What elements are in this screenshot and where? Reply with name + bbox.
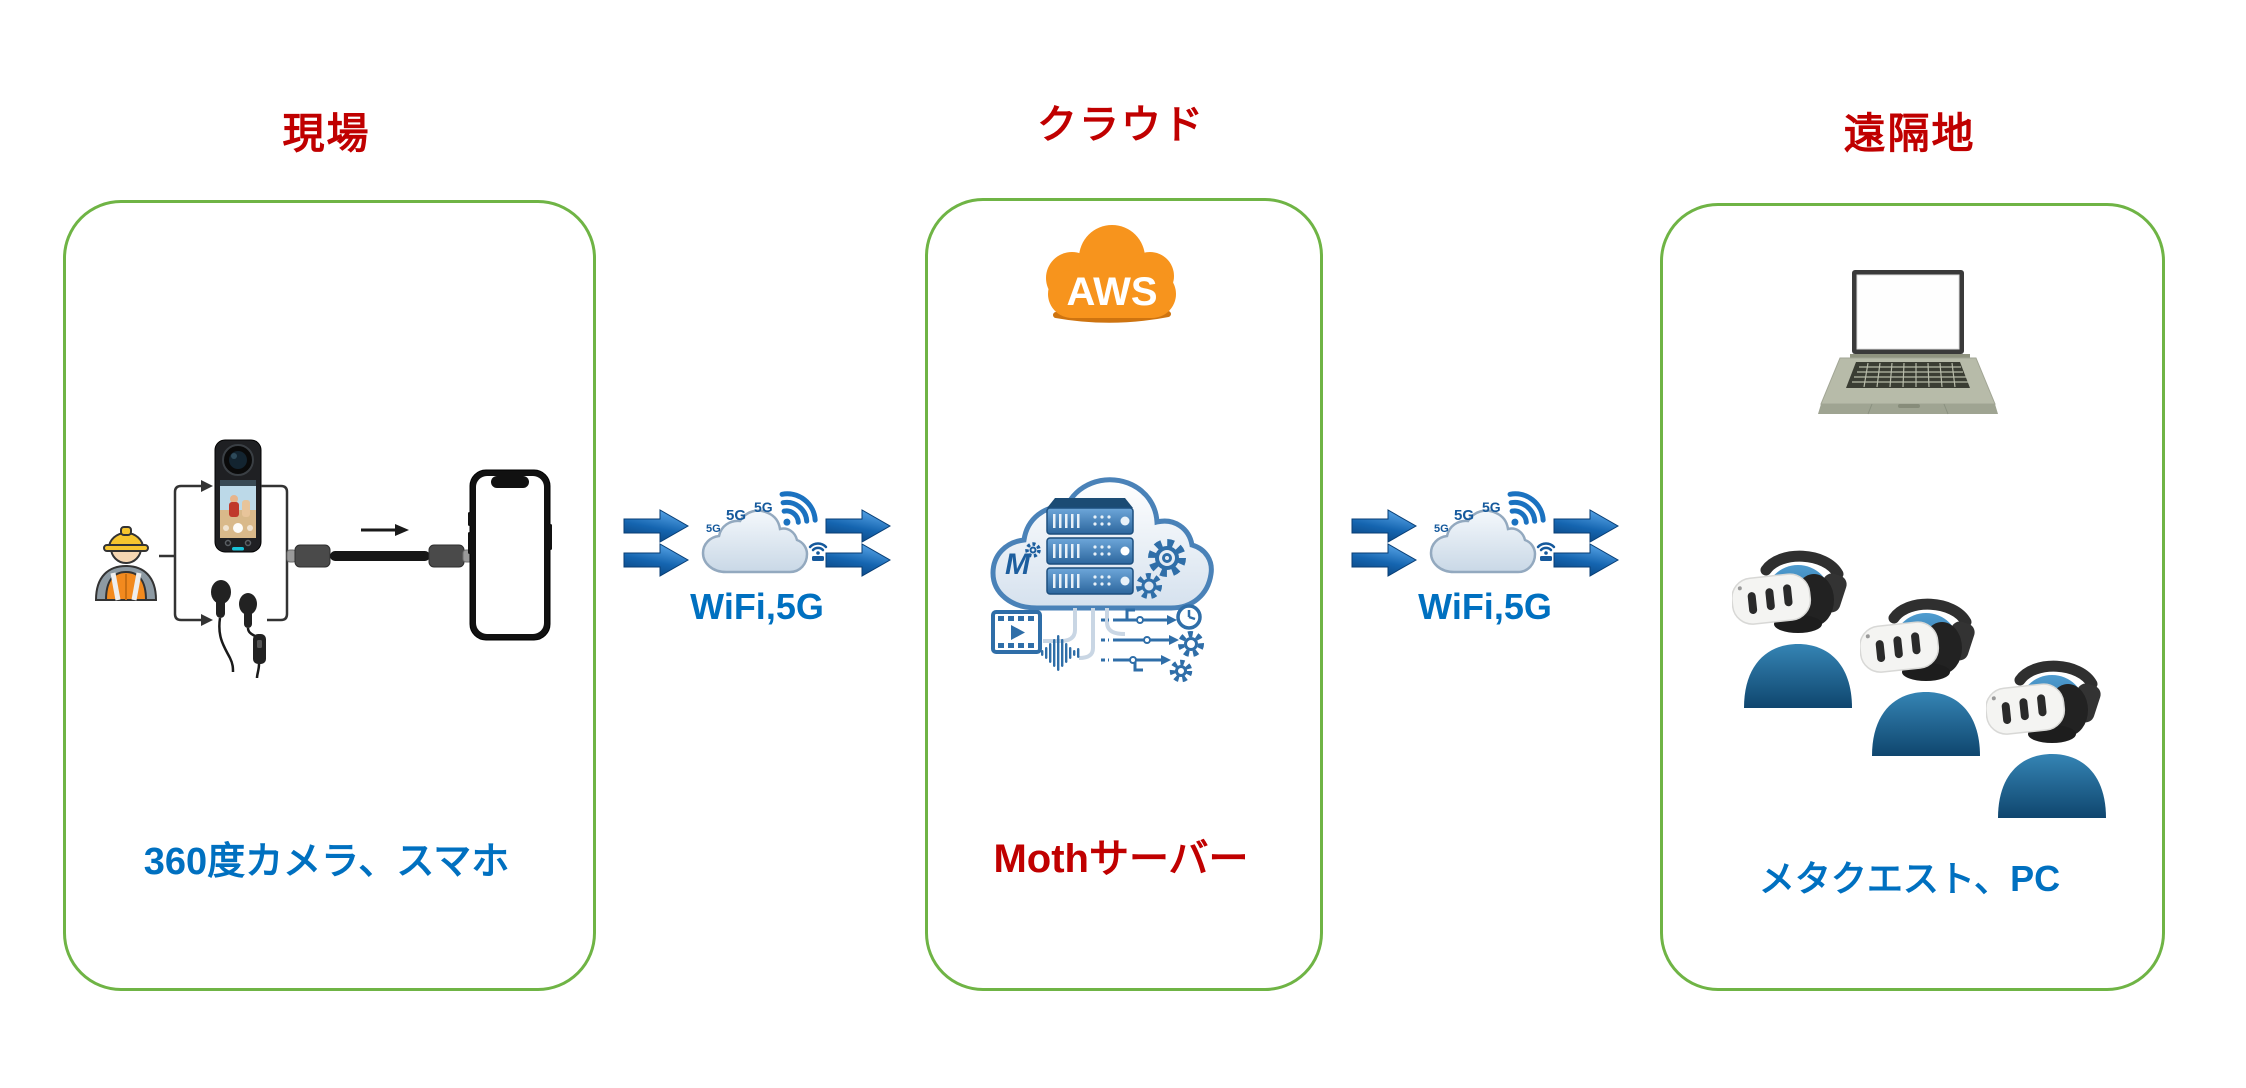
double-arrow-left bbox=[623, 509, 690, 577]
section-title-cloud: クラウド bbox=[1037, 103, 1205, 147]
double-arrow-right bbox=[1553, 509, 1620, 577]
vr-user-1 bbox=[1732, 550, 1852, 708]
audio-waveform-icon bbox=[1041, 635, 1080, 671]
construction-worker-icon bbox=[94, 526, 158, 601]
usb-cable-icon bbox=[286, 524, 473, 568]
label-5g-3: 5G bbox=[1482, 499, 1501, 515]
site-illustration bbox=[94, 439, 552, 679]
label-5g-2: 5G bbox=[726, 507, 746, 524]
vr-headset-icon bbox=[1860, 621, 1940, 673]
laptop-icon bbox=[1818, 270, 1998, 415]
network-link-icon: 5G 5G 5G bbox=[623, 491, 892, 577]
label-5g-3: 5G bbox=[754, 499, 773, 515]
aws-label: AWS bbox=[1066, 270, 1157, 314]
circuit-icon bbox=[1101, 604, 1204, 683]
wifi-arcs-icon bbox=[779, 491, 818, 526]
logo-gear-icon bbox=[1025, 542, 1041, 558]
server-logo: M bbox=[1005, 548, 1031, 581]
section-title-remote: 遠隔地 bbox=[1843, 110, 1976, 157]
vr-user-3 bbox=[1986, 660, 2106, 818]
server-rack-icon bbox=[1046, 498, 1134, 595]
camera-360-icon bbox=[214, 439, 262, 553]
label-5g-1: 5G bbox=[1434, 523, 1449, 535]
clock-icon bbox=[1176, 604, 1202, 630]
gears-icon bbox=[1136, 539, 1186, 599]
connector-cloud-remote: 5G 5G 5G WiFi,5G bbox=[1350, 464, 1620, 628]
cloud-server-illustration: M bbox=[990, 477, 1214, 683]
wifi-arcs-icon bbox=[1507, 491, 1546, 526]
arrow-to-camera bbox=[201, 480, 213, 492]
arrow-to-earphones bbox=[201, 614, 213, 626]
site-caption: 360度カメラ、スマホ bbox=[143, 841, 510, 883]
film-clip-icon bbox=[991, 610, 1042, 654]
gear-icon-small bbox=[1169, 659, 1193, 683]
section-title-site: 現場 bbox=[282, 110, 371, 157]
connector-label: WiFi,5G bbox=[1418, 586, 1552, 627]
network-cloud-shape bbox=[701, 509, 809, 574]
cloud-caption: Mothサーバー bbox=[993, 837, 1249, 881]
label-5g-2: 5G bbox=[1454, 507, 1474, 524]
converge-lines bbox=[261, 484, 289, 622]
double-arrow-right bbox=[825, 509, 892, 577]
gear-icon bbox=[1178, 631, 1204, 657]
vr-user-2 bbox=[1860, 598, 1980, 756]
label-5g-1: 5G bbox=[706, 523, 721, 535]
remote-caption: メタクエスト、PC bbox=[1758, 858, 2061, 899]
connector-site-cloud: 5G 5G 5G WiFi,5G bbox=[622, 464, 892, 628]
earphones-icon bbox=[211, 580, 266, 679]
network-cloud-shape bbox=[1429, 509, 1537, 574]
connector-label: WiFi,5G bbox=[690, 586, 824, 627]
smartphone-icon bbox=[468, 469, 552, 641]
vr-headset-icon bbox=[1732, 573, 1812, 625]
aws-cloud-icon: AWS bbox=[1046, 225, 1176, 323]
wifi-mini-icon bbox=[808, 542, 828, 561]
vr-headset-icon bbox=[1986, 683, 2066, 735]
double-arrow-left bbox=[1351, 509, 1418, 577]
branch-lines bbox=[159, 484, 201, 622]
network-link-icon: 5G 5G 5G bbox=[1351, 491, 1620, 577]
wifi-mini-icon bbox=[1536, 542, 1556, 561]
